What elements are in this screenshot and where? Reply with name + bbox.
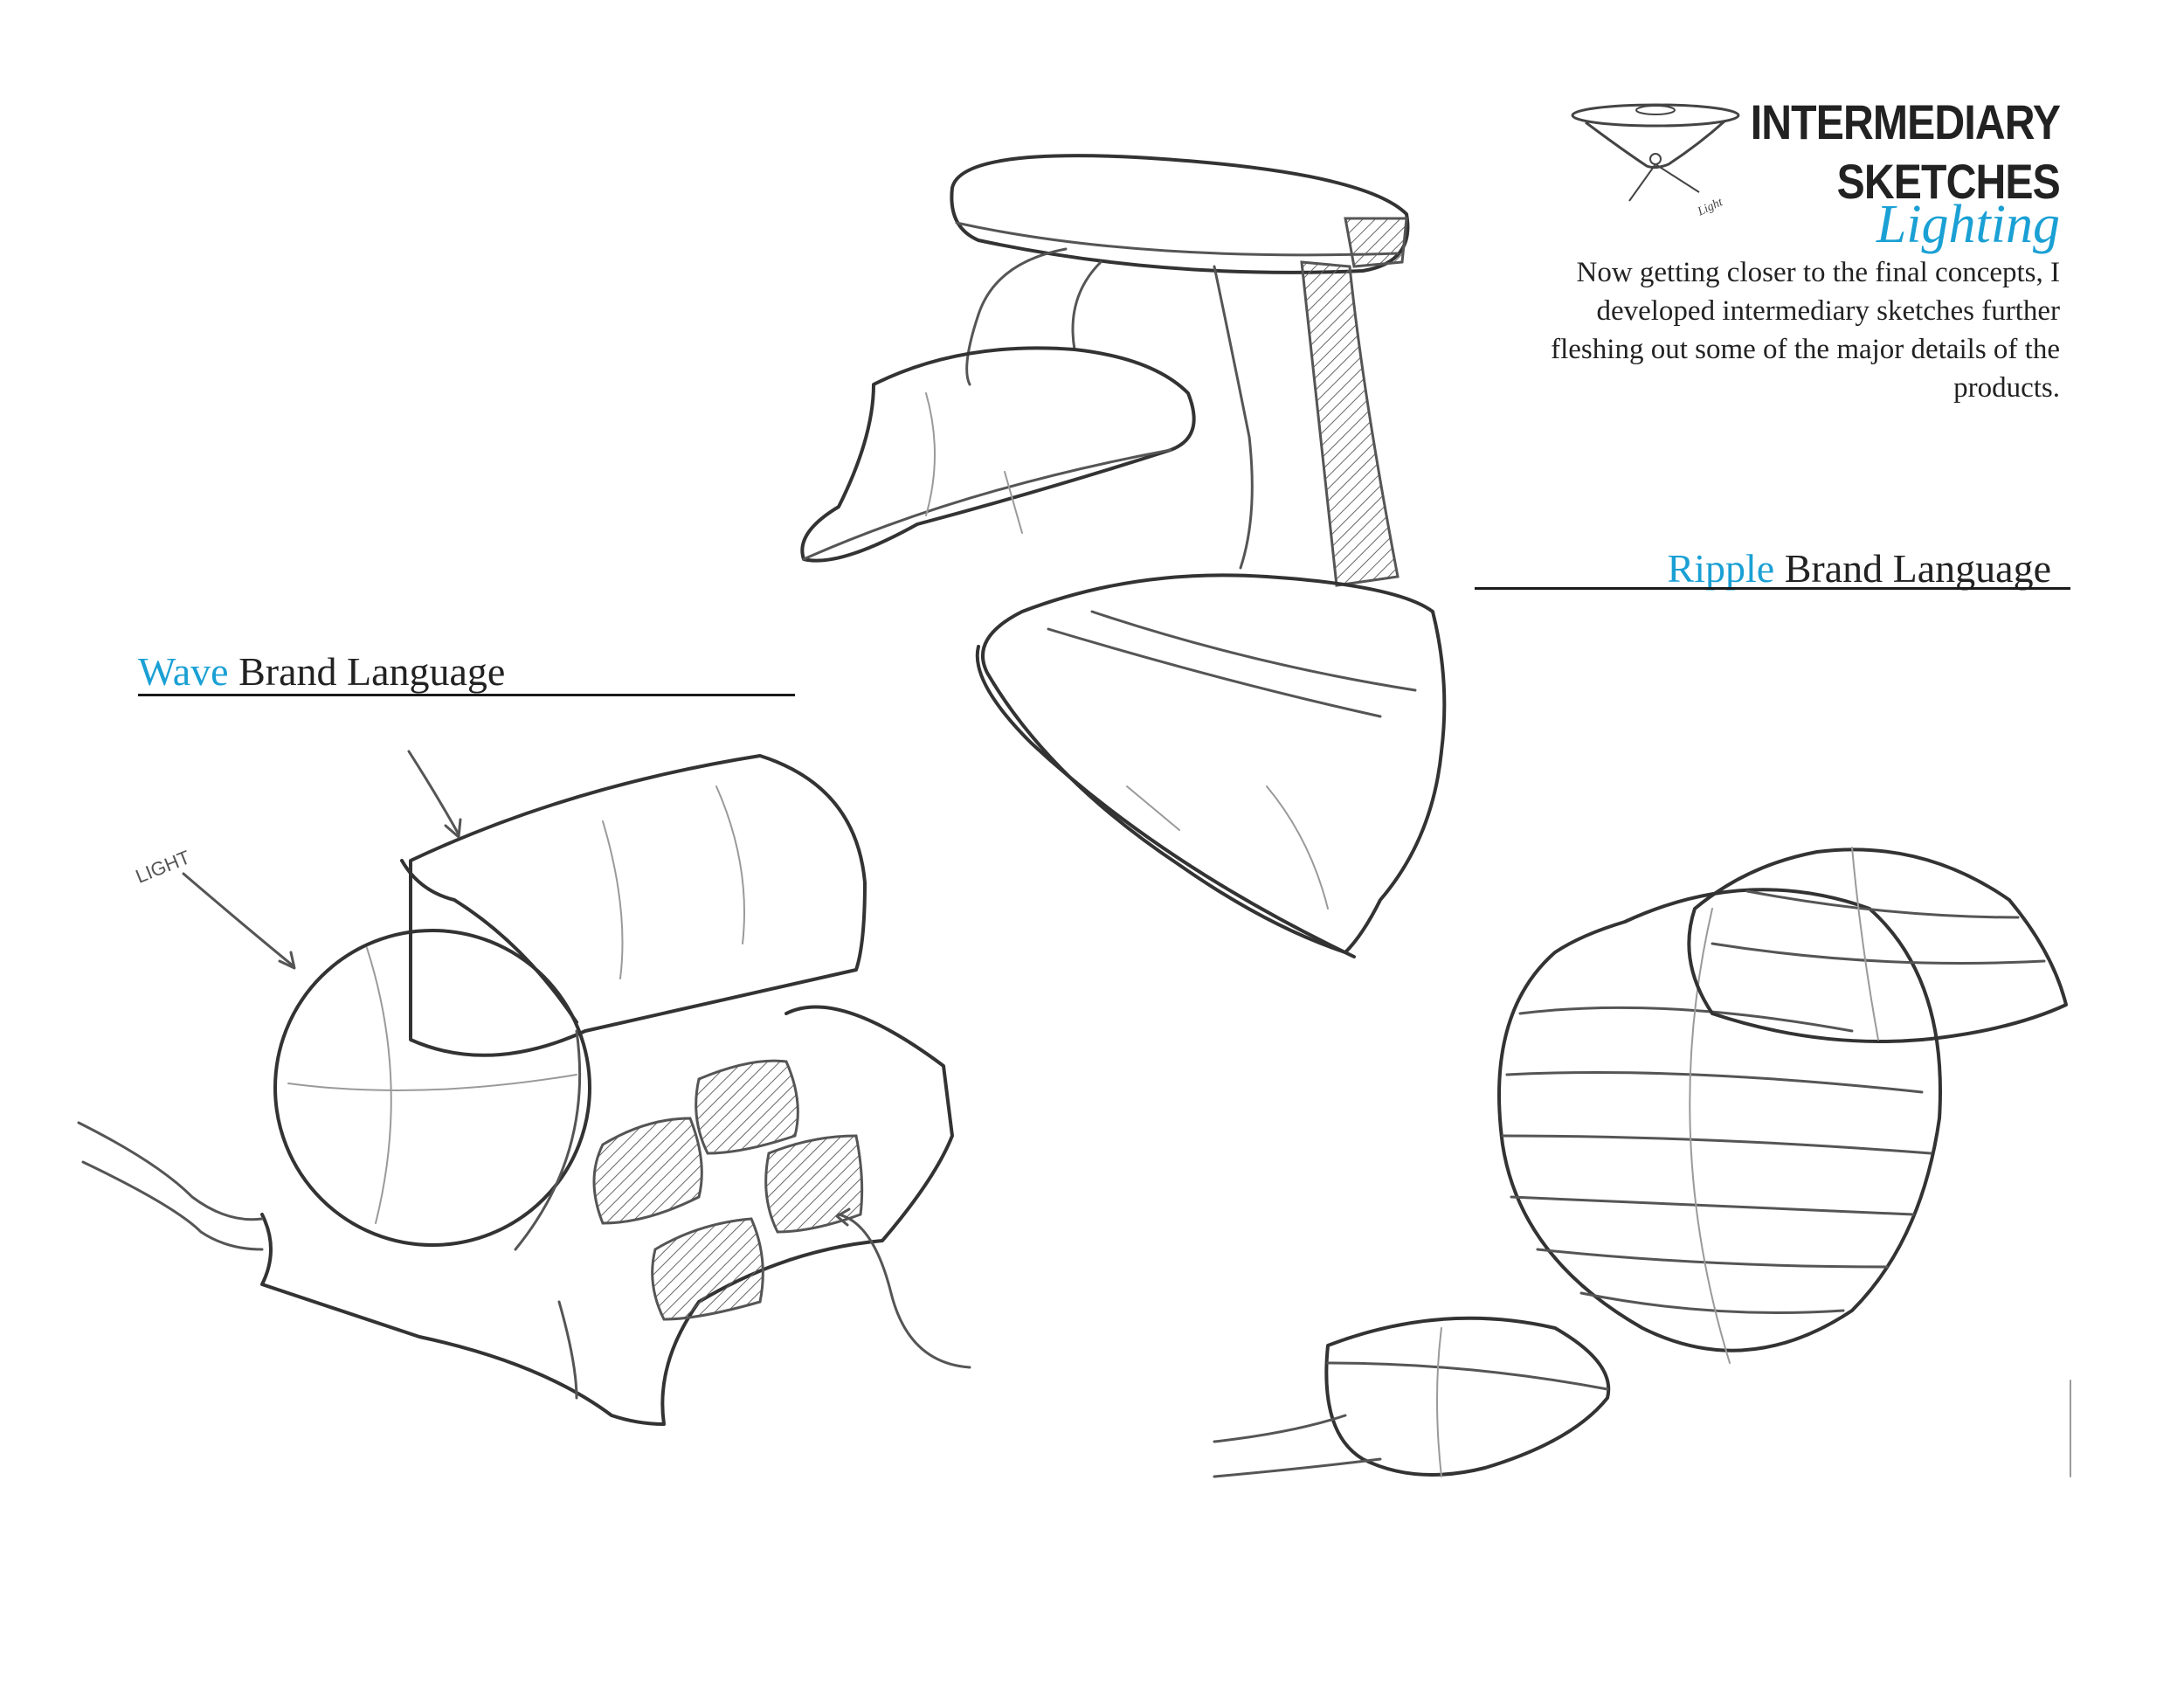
title-line-1: INTERMEDIARY	[1750, 94, 2061, 149]
ripple-ceiling-lamp-sketch	[800, 154, 1447, 958]
intro-paragraph: Now getting closer to the final concepts…	[1551, 257, 2060, 404]
ripple-accent: Ripple	[1667, 546, 1775, 591]
wave-rest: Brand Language	[228, 649, 506, 694]
wave-lamp-sketch: LIGHT	[77, 750, 971, 1426]
wave-accent: Wave	[138, 649, 229, 694]
wave-brand-label: Wave Brand Language	[138, 652, 505, 692]
ceiling-light-icon: Light	[1568, 96, 1760, 232]
ripple-brand-label: Ripple Brand Language	[1668, 549, 2051, 589]
wave-underline	[138, 694, 795, 696]
wave-light-annotation: LIGHT	[133, 846, 193, 887]
title-line-2: SKETCHES	[1836, 154, 2061, 209]
ripple-underline	[1475, 587, 2070, 590]
ripple-globe-lamp-sketch	[1213, 847, 2071, 1478]
subtitle: Lighting	[1876, 195, 2060, 254]
ripple-rest: Brand Language	[1774, 546, 2051, 591]
